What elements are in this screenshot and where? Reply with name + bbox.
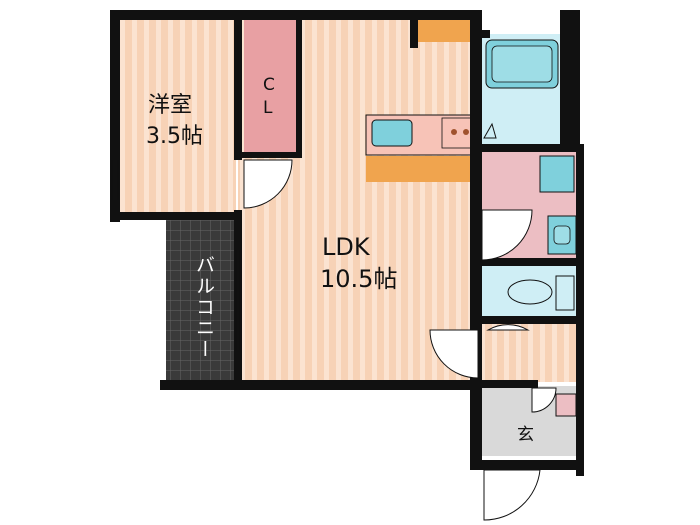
ldk-size: 10.5帖 — [320, 265, 397, 293]
closet-overlay — [244, 18, 296, 155]
toilet-bowl — [507, 279, 553, 305]
washing-machine — [547, 215, 577, 255]
lower-counter — [366, 156, 474, 182]
top-counter — [418, 20, 472, 42]
balcony-name: バルコニー — [193, 255, 215, 360]
western-room-size: 3.5帖 — [146, 124, 203, 149]
western-room-name: 洋室 — [148, 93, 192, 118]
toilet-tank — [555, 275, 575, 311]
door-swings — [243, 159, 557, 521]
stove-burner-right — [463, 129, 469, 135]
shoe-cabinet — [555, 393, 577, 417]
bathtub-inner — [491, 45, 553, 83]
fridge-mark — [483, 122, 497, 139]
window-marks — [111, 25, 241, 350]
closet-label-1: C — [263, 75, 275, 95]
washing-machine-drum — [553, 225, 571, 245]
kitchen-sink — [371, 119, 413, 147]
hallway — [482, 322, 578, 382]
entrance-name: 玄 — [517, 425, 534, 445]
closet-label-2: L — [263, 98, 273, 118]
wash-basin — [539, 155, 575, 193]
ldk-name: LDK — [322, 233, 371, 261]
western-room-floor — [118, 18, 236, 213]
stove-burner-left — [451, 129, 457, 135]
balcony — [166, 218, 238, 384]
